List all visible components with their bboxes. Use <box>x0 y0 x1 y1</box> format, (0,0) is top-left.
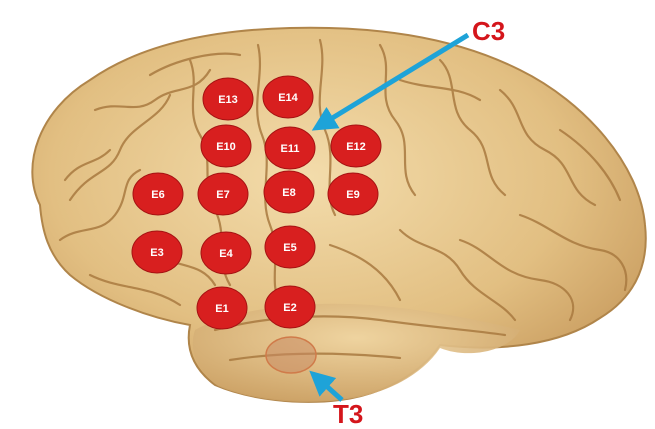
electrode-label: E7 <box>216 189 229 201</box>
electrode-label: E13 <box>218 94 238 106</box>
electrode-e2: E2 <box>265 286 315 328</box>
electrode-e5: E5 <box>265 226 315 268</box>
t3-label: T3 <box>333 399 363 429</box>
electrode-label: E3 <box>150 247 163 259</box>
electrode-e1: E1 <box>197 287 247 329</box>
electrode-label: E6 <box>151 189 164 201</box>
electrode-label: E11 <box>281 143 300 155</box>
electrode-e13: E13 <box>203 78 253 120</box>
electrode-e11: E11 <box>265 127 315 169</box>
electrode-label: E10 <box>216 141 236 153</box>
electrode-e8: E8 <box>264 171 314 213</box>
electrode-e12: E12 <box>331 125 381 167</box>
electrode-label: E4 <box>219 248 233 260</box>
electrode-e4: E4 <box>201 232 251 274</box>
electrode-e3: E3 <box>132 231 182 273</box>
t3-electrode-marker <box>266 337 316 373</box>
electrode-label: E12 <box>346 141 366 153</box>
c3-label: C3 <box>472 16 505 46</box>
electrode-label: E2 <box>283 302 296 314</box>
electrode-label: E5 <box>283 242 296 254</box>
electrode-label: E8 <box>282 187 295 199</box>
electrode-label: E1 <box>215 303 228 315</box>
electrode-e9: E9 <box>328 173 378 215</box>
electrode-label: E9 <box>346 189 359 201</box>
electrode-label: E14 <box>278 92 298 104</box>
electrode-e6: E6 <box>133 173 183 215</box>
electrode-e14: E14 <box>263 76 313 118</box>
electrode-e10: E10 <box>201 125 251 167</box>
electrode-e7: E7 <box>198 173 248 215</box>
